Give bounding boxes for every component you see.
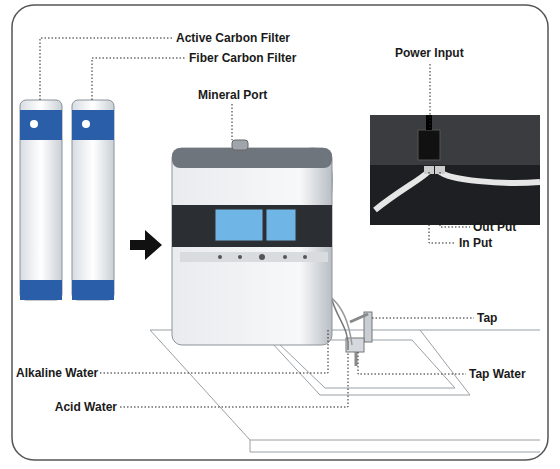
leader-lines	[40, 38, 474, 407]
active-carbon-filter	[20, 100, 62, 300]
part-label: Tap	[477, 311, 497, 325]
part-label: Fiber Carbon Filter	[189, 51, 296, 65]
part-label: Mineral Port	[198, 88, 267, 102]
fiber-carbon-filter	[72, 100, 114, 300]
port-label: In Put	[459, 236, 492, 250]
part-label: Power Input	[395, 46, 464, 60]
frame	[12, 5, 548, 460]
output-label: Acid Water	[55, 400, 117, 414]
part-label: Active Carbon Filter	[176, 31, 290, 45]
rear-inset	[370, 115, 540, 225]
insert-arrow	[130, 230, 162, 260]
water-ionizer	[172, 140, 332, 345]
output-label: Alkaline Water	[16, 366, 98, 380]
part-label: Tap Water	[469, 367, 526, 381]
tap	[346, 312, 372, 366]
sink-counter	[150, 330, 540, 452]
port-label: Out Put	[473, 220, 516, 234]
